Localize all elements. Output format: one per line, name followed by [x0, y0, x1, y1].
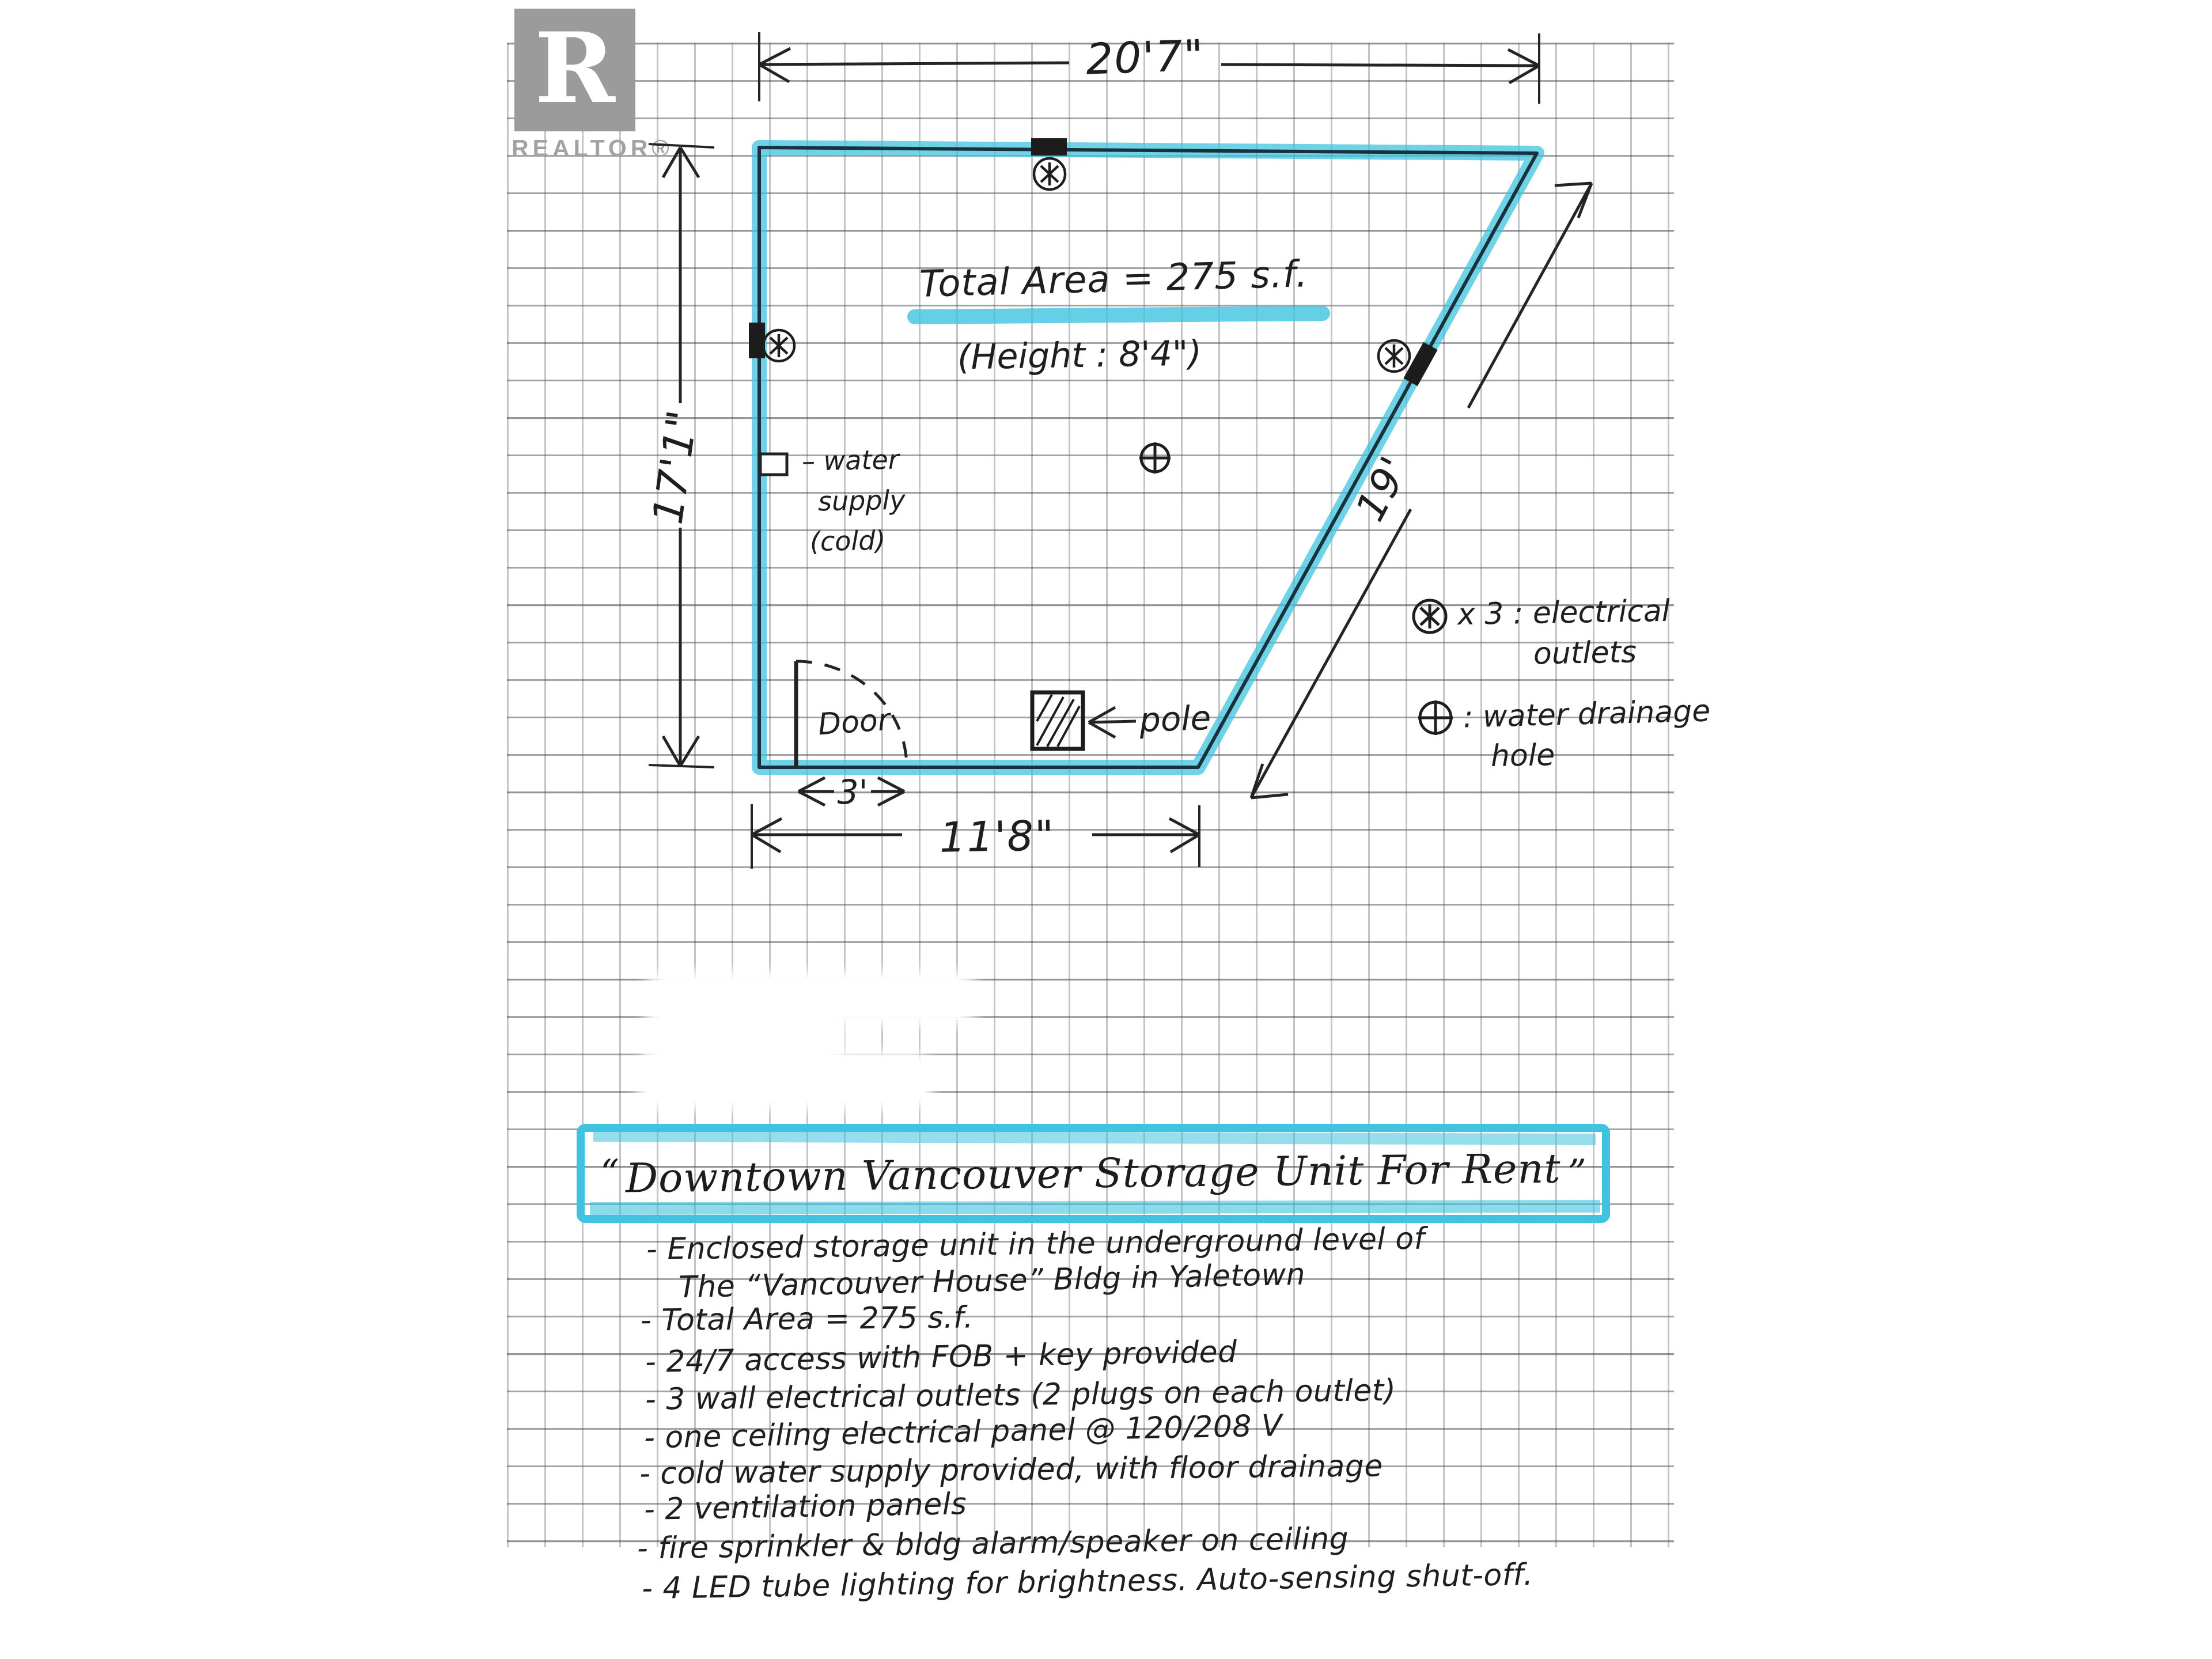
realtor-logo-label: REALTOR®	[512, 135, 673, 161]
water-drainage-symbol	[1139, 442, 1171, 474]
room-outline	[752, 140, 1544, 775]
electrical-outlet-symbols	[762, 157, 1411, 373]
outlet-symbol-diagonal	[1377, 339, 1411, 373]
dimension-left	[648, 143, 715, 768]
door-width-dimension	[797, 776, 906, 807]
dimension-bottom-label: 11'8"	[939, 811, 1055, 862]
dimension-bottom	[751, 804, 1200, 869]
outlet-tick-left-wall	[749, 323, 765, 358]
water-supply-label-line1: – water	[801, 444, 900, 477]
legend-outlet-text-line2: outlets	[1533, 635, 1637, 672]
listing-title-row: “ Downtown Vancouver Storage Unit For Re…	[581, 1128, 1606, 1219]
outlet-tick-top-wall	[1031, 138, 1067, 156]
feature-line: - 2 ventilation panels	[643, 1487, 967, 1527]
legend-drainage-text-line1: : water drainage	[1463, 694, 1711, 735]
door-width-label: 3'	[837, 772, 868, 812]
height-label: (Height : 8'4")	[957, 333, 1202, 378]
realtor-logo-r-icon: R	[535, 10, 615, 125]
outlet-symbol-top	[1032, 157, 1067, 191]
water-supply-marker	[759, 452, 789, 476]
outlet-tick-diagonal-wall	[1403, 342, 1438, 387]
graph-paper-grid	[507, 43, 1674, 1547]
pole-label: pole	[1138, 698, 1212, 740]
door-label: Door	[817, 702, 892, 743]
pole-hatching	[1036, 694, 1081, 747]
outlet-symbol-left	[762, 328, 796, 363]
pole-symbol	[1030, 690, 1137, 751]
legend-drainage-text-line2: hole	[1490, 738, 1555, 774]
dimension-top-label: 20'7"	[1085, 31, 1206, 85]
outlet-wall-ticks	[749, 138, 1438, 387]
legend-outlet-icon	[1412, 599, 1448, 634]
legend-symbols	[1412, 599, 1453, 735]
realtor-logo: R	[514, 9, 635, 131]
total-area-underline	[907, 306, 1330, 324]
erased-text-smudge	[647, 1021, 838, 1055]
legend-drainage-icon	[1418, 700, 1453, 735]
feature-line: - Total Area = 275 s.f.	[640, 1300, 974, 1338]
listing-title: Downtown Vancouver Storage Unit For Rent	[625, 1145, 1562, 1202]
erased-text-smudge	[644, 1059, 926, 1101]
legend-outlet-text-line1: x 3 : electrical	[1457, 593, 1671, 632]
pole-arrow	[1088, 706, 1137, 739]
dimension-top	[758, 32, 1540, 104]
title-open-quote: “	[600, 1152, 619, 1195]
water-supply-label-line2: supply	[817, 484, 906, 517]
title-highlight-box	[577, 1124, 1610, 1223]
dimension-diagonal	[1249, 181, 1593, 800]
room-wall-line	[757, 146, 1539, 769]
water-supply-label-line3: (cold)	[809, 524, 886, 558]
erased-text-smudge	[650, 979, 972, 1017]
door-swing	[794, 660, 908, 768]
title-close-quote: ”	[1567, 1152, 1586, 1195]
